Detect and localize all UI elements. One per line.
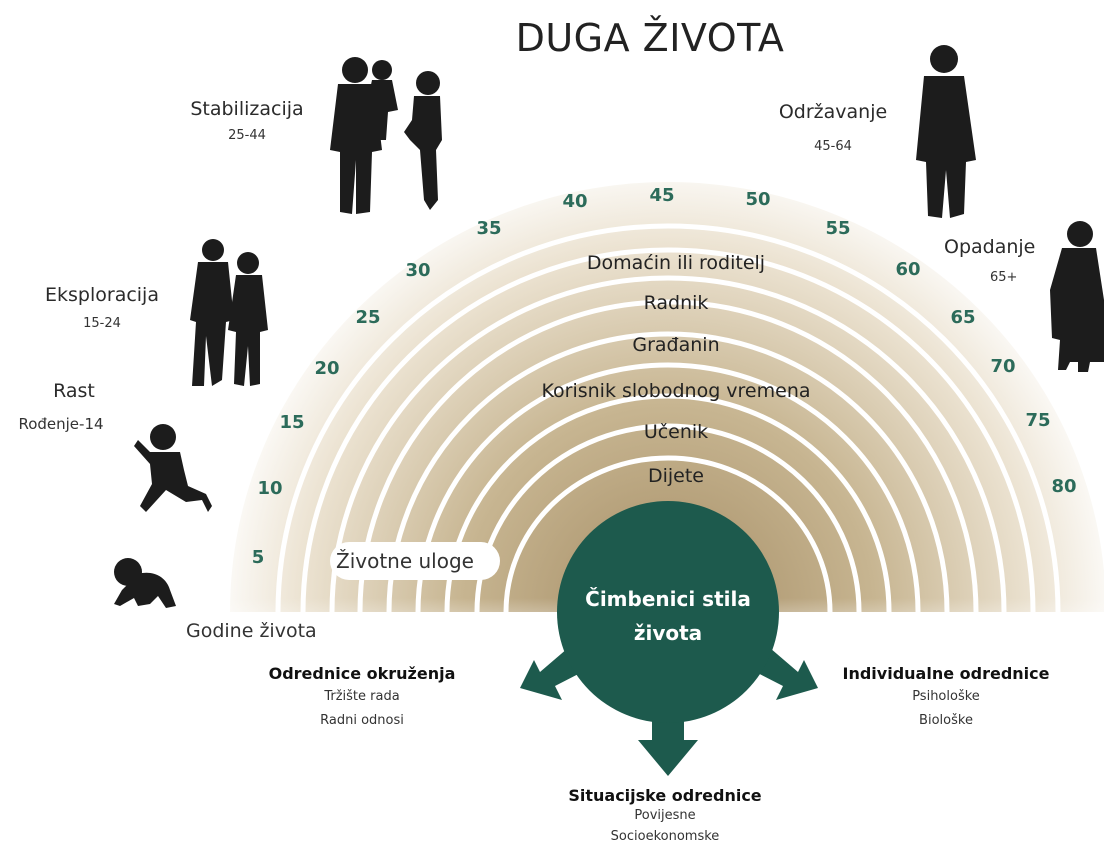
determinant-title: Situacijske odrednice [568, 786, 762, 805]
role-label: Građanin [632, 334, 720, 356]
roles-label: Životne uloge [336, 549, 474, 573]
age-tick: 80 [1051, 476, 1077, 497]
arc-5 [386, 331, 950, 613]
role-label: Učenik [643, 421, 709, 443]
age-tick: 10 [257, 478, 283, 499]
stage-name: Eksploracija [45, 284, 159, 306]
stage-ages: 45-64 [814, 139, 852, 154]
determinant-item: Biološke [919, 713, 973, 728]
stage-stabilization: Stabilizacija 25-44 [190, 98, 303, 143]
elderly-woman-silhouette-icon [1050, 221, 1104, 372]
stage-growth: Rast [53, 380, 95, 402]
center-circle [557, 501, 779, 723]
family-silhouette-icon [330, 57, 442, 214]
toddler-silhouette-icon [134, 424, 212, 512]
stage-decline: Opadanje [944, 236, 1035, 258]
determinant-title: Individualne odrednice [842, 664, 1050, 683]
age-tick: 60 [895, 259, 921, 280]
age-tick: 5 [251, 547, 265, 568]
environmental-determinants: Odrednice okruženja Tržište rada Radni o… [269, 664, 456, 733]
diagram-title: DUGA ŽIVOTA [515, 16, 785, 60]
center-label-line-1: Čimbenici stila [585, 587, 751, 611]
stage-name: Održavanje [778, 101, 888, 123]
determinant-item: Tržište rada [324, 689, 400, 704]
stage-exploration: Eksploracija 15-24 [45, 284, 159, 331]
determinant-item: Povijesne [634, 808, 696, 823]
arc-3 [329, 275, 1007, 613]
stage-name: Opadanje [944, 236, 1036, 258]
arc-6 [415, 362, 921, 613]
role-label: Radnik [643, 292, 709, 314]
age-tick: 70 [990, 356, 1016, 377]
man-silhouette-icon [916, 45, 976, 218]
arc-8 [474, 423, 862, 613]
stage-ages: 15-24 [83, 316, 121, 331]
years-label: Godine života [186, 620, 317, 642]
arc-4 [357, 299, 979, 613]
stage-growth-ages-wrap: Rođenje-14 [18, 415, 103, 433]
arc-7 [444, 393, 892, 613]
age-tick: 35 [476, 218, 502, 239]
couple-silhouette-icon [190, 239, 268, 386]
age-tick: 45 [649, 185, 675, 206]
age-tick: 40 [562, 191, 588, 212]
baby-silhouette-icon [114, 558, 176, 608]
determinant-title: Odrednice okruženja [268, 664, 456, 683]
arc-9 [503, 455, 833, 613]
stage-ages: 25-44 [228, 128, 266, 143]
determinant-item: Psihološke [912, 689, 980, 704]
individual-determinants: Individualne odrednice Psihološke Biološ… [843, 664, 1050, 733]
age-tick: 75 [1025, 410, 1051, 431]
age-tick: 65 [950, 307, 976, 328]
stage-maintenance: Održavanje 45-64 [779, 101, 887, 154]
arc-1 [275, 223, 1061, 613]
role-label: Korisnik slobodnog vremena [541, 380, 811, 402]
center-label: Čimbenici stila života [585, 582, 751, 650]
arc-2 [300, 247, 1036, 613]
situational-determinants: Situacijske odrednice Povijesne Socioeko… [568, 786, 761, 847]
stage-decline-ages-wrap: 65+ [990, 270, 1017, 285]
age-tick: 30 [405, 260, 431, 281]
age-tick: 50 [745, 189, 771, 210]
age-tick: 15 [279, 412, 305, 433]
role-label: Dijete [647, 465, 705, 487]
stage-name: Stabilizacija [190, 98, 304, 120]
determinant-item: Radni odnosi [320, 713, 404, 728]
age-tick: 25 [355, 307, 381, 328]
stage-name: Rast [53, 380, 95, 402]
center-label-line-2: života [633, 621, 703, 645]
age-tick: 55 [825, 218, 851, 239]
role-label: Domaćin ili roditelj [586, 252, 766, 274]
stage-ages: Rođenje-14 [18, 415, 104, 433]
role-arcs [275, 223, 1061, 613]
roles-label-pill [330, 542, 500, 580]
stage-ages: 65+ [990, 270, 1018, 285]
determinant-item: Socioekonomske [610, 829, 720, 844]
age-tick: 20 [314, 358, 340, 379]
